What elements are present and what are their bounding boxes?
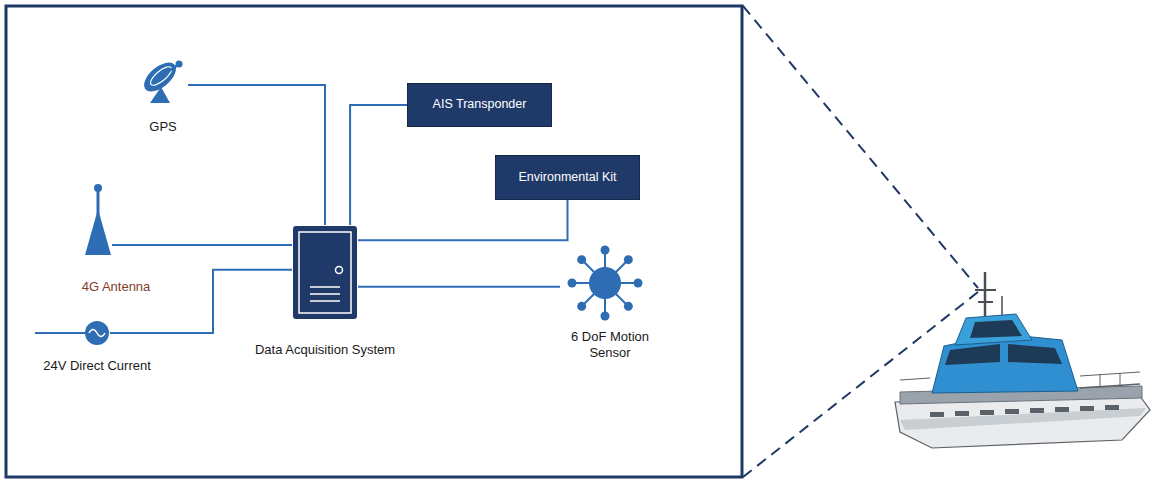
device-icon: 24V Direct Current [43, 320, 151, 374]
zoom-line [743, 6, 978, 288]
device-icon: 4G Antenna [46, 183, 151, 295]
signal-line [188, 85, 325, 225]
signal-line [358, 286, 560, 288]
device-icon: 6 DoF Motion Sensor [544, 243, 666, 362]
tower-icon [292, 225, 358, 320]
hub-icon [560, 243, 650, 323]
signal-line [358, 200, 568, 240]
detail-frame [6, 6, 742, 477]
box-label: Environmental Kit [511, 170, 625, 186]
power-wire [35, 332, 86, 334]
icon-label: 4G Antenna [82, 279, 151, 295]
box-label: AIS Transponder [425, 97, 535, 113]
vessel-illustration [895, 272, 1150, 448]
icon-label: 24V Direct Current [43, 358, 151, 374]
dish-icon [138, 55, 188, 105]
device-icon: Data Acquisition System [255, 225, 396, 358]
signal-line [350, 105, 407, 225]
device-box: AIS Transponder [407, 83, 552, 127]
icon-label: 6 DoF Motion Sensor [554, 329, 666, 362]
device-box: Environmental Kit [495, 155, 640, 200]
icon-label: Data Acquisition System [255, 342, 395, 358]
antenna-icon [84, 183, 112, 255]
signal-line [112, 244, 292, 246]
device-icon: GPS [138, 55, 188, 135]
plug-icon [84, 320, 110, 346]
icon-label: GPS [149, 119, 176, 135]
